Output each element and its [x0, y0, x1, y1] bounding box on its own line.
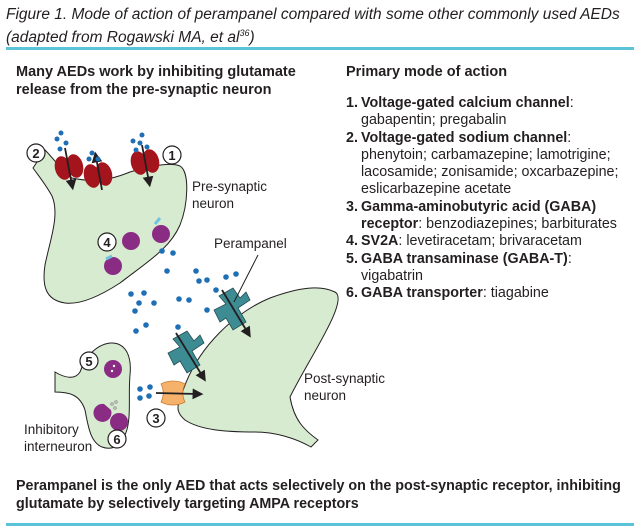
perampanel-label: Perampanel — [214, 236, 287, 251]
item-term: SV2A — [361, 233, 399, 250]
item-number: 2. — [346, 129, 358, 146]
top-divider — [6, 47, 634, 50]
moa-item-1: 1.Voltage-gated calcium channel:gabapent… — [346, 95, 574, 129]
interneuron-label-line1: Inhibitory — [24, 422, 79, 437]
citation-superscript: 36 — [239, 28, 250, 38]
perampanel-pointer — [233, 254, 259, 303]
svg-text:1: 1 — [168, 148, 175, 163]
item-term: Voltage-gated calcium channel — [361, 95, 570, 111]
calcium-channel — [130, 144, 160, 188]
svg-text:2: 2 — [32, 146, 39, 161]
footer-statement: Perampanel is the only AED that acts sel… — [16, 478, 621, 512]
item-drugs: benzodiazepines; barbiturates — [426, 216, 617, 233]
interneuron-label-line2: interneuron — [24, 439, 92, 454]
figure-caption: Figure 1. Mode of action of perampanel c… — [6, 5, 636, 47]
ampa-receptor-lower — [167, 330, 206, 382]
moa-item-3: 3.Gamma-aminobutyric acid (GABA) recepto… — [346, 198, 617, 233]
sodium-channel-left — [54, 147, 84, 191]
item-number: 3. — [346, 198, 358, 215]
item-number: 6. — [346, 285, 358, 302]
item-drugs: tiagabine — [490, 285, 549, 302]
sodium-channel-middle — [83, 151, 113, 191]
item-term: Gamma-aminobutyric acid (GABA) receptor — [361, 198, 597, 233]
ion-particles — [54, 130, 150, 162]
caption-text: Figure 1. Mode of action of perampanel c… — [6, 6, 620, 47]
presynaptic-label-line1: Pre-synaptic — [192, 179, 267, 194]
svg-text:4: 4 — [103, 235, 111, 250]
gaba-receptor — [155, 380, 204, 406]
moa-item-2: 2.Voltage-gated sodium channel:phenytoin… — [346, 129, 619, 198]
item-number: 4. — [346, 233, 358, 250]
badge-4: 4 — [97, 232, 117, 252]
ampa-receptor-upper — [213, 287, 251, 338]
item-term: GABA transporter — [361, 285, 483, 302]
postsynaptic-label-line2: neuron — [304, 388, 346, 403]
badge-5: 5 — [79, 351, 99, 371]
caption-suffix: ) — [249, 29, 255, 47]
svg-text:5: 5 — [85, 354, 92, 369]
item-drugs: gabapentin; pregabalin — [361, 112, 507, 129]
badge-2: 2 — [26, 143, 46, 163]
svg-text:6: 6 — [113, 432, 120, 447]
item-drugs: vigabatrin — [361, 267, 423, 284]
item-drugs: phenytoin; carbamazepine; lamotrigine; l… — [361, 146, 619, 198]
moa-item-4: 4.SV2A: levetiracetam; brivaracetam — [346, 233, 582, 250]
item-number: 5. — [346, 250, 358, 267]
left-panel-heading: Many AEDs work by inhibiting glutamate r… — [16, 64, 296, 98]
synaptic-vesicles — [104, 217, 170, 275]
item-drugs: levetiracetam; brivaracetam — [406, 233, 582, 250]
right-panel-heading: Primary mode of action — [346, 64, 508, 80]
badge-1: 1 — [162, 145, 182, 165]
item-term: GABA transaminase (GABA-T) — [361, 250, 568, 267]
postsynaptic-label-line1: Post-synaptic — [304, 371, 385, 386]
badge-6: 6 — [107, 429, 127, 449]
presynaptic-label-line2: neuron — [192, 196, 234, 211]
mode-of-action-list: 1.Voltage-gated calcium channel:gabapent… — [346, 95, 636, 303]
bottom-divider — [6, 523, 634, 526]
gaba-vesicles — [93, 360, 128, 431]
postsynaptic-neuron — [177, 287, 339, 448]
moa-item-6: 6.GABA transporter: tiagabine — [346, 285, 549, 302]
moa-item-5: 5.GABA transaminase (GABA-T):vigabatrin — [346, 250, 572, 284]
item-term: Voltage-gated sodium channel — [361, 129, 568, 146]
svg-text:3: 3 — [152, 411, 159, 426]
badge-3: 3 — [146, 408, 166, 428]
item-number: 1. — [346, 95, 358, 111]
glutamate-particles — [128, 248, 239, 401]
